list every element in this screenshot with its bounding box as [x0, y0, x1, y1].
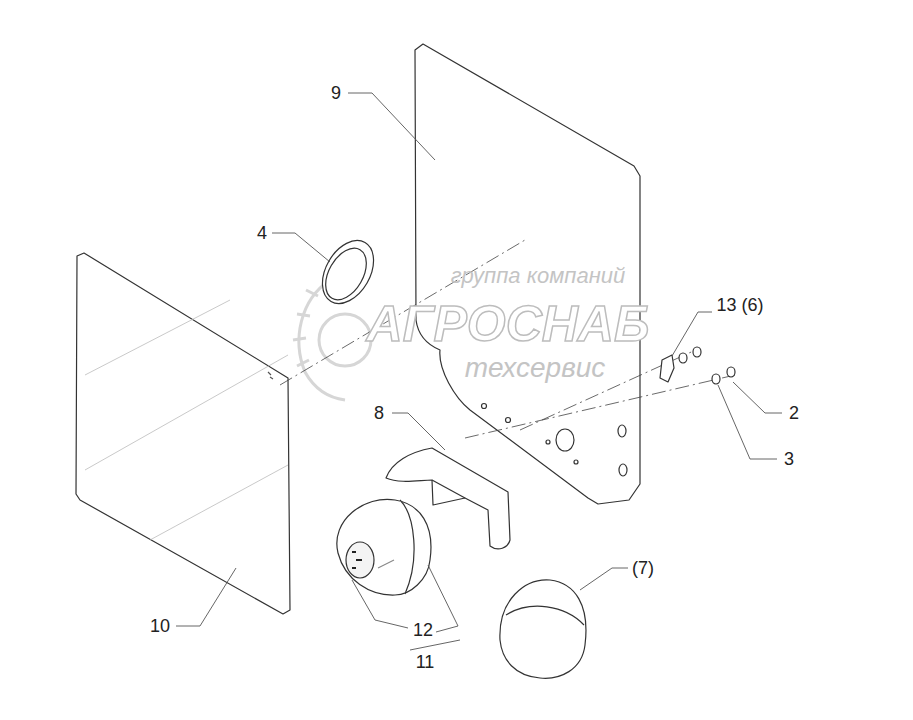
fasteners — [660, 347, 735, 384]
callout-number: 12 — [413, 621, 433, 639]
callout-number: (7) — [632, 559, 654, 577]
callout-number: 3 — [784, 450, 794, 468]
watermark: группа компаний — [451, 265, 626, 287]
watermark: техсервис — [465, 354, 606, 382]
callout-number: 11 — [416, 653, 435, 671]
callout-number: 4 — [257, 224, 267, 242]
callout-number: 8 — [374, 404, 384, 422]
callout-number: 10 — [150, 617, 170, 635]
lamp — [337, 499, 431, 595]
callout-number: 2 — [789, 404, 799, 422]
leader-lines — [176, 93, 782, 650]
glass-sheet — [76, 253, 290, 614]
watermark: АГРОСНАБ — [367, 299, 650, 349]
callout-number: 13 (6) — [716, 296, 763, 314]
mounting-plate — [415, 44, 640, 504]
callout-number: 9 — [331, 84, 341, 102]
lamp-cap — [500, 580, 586, 678]
